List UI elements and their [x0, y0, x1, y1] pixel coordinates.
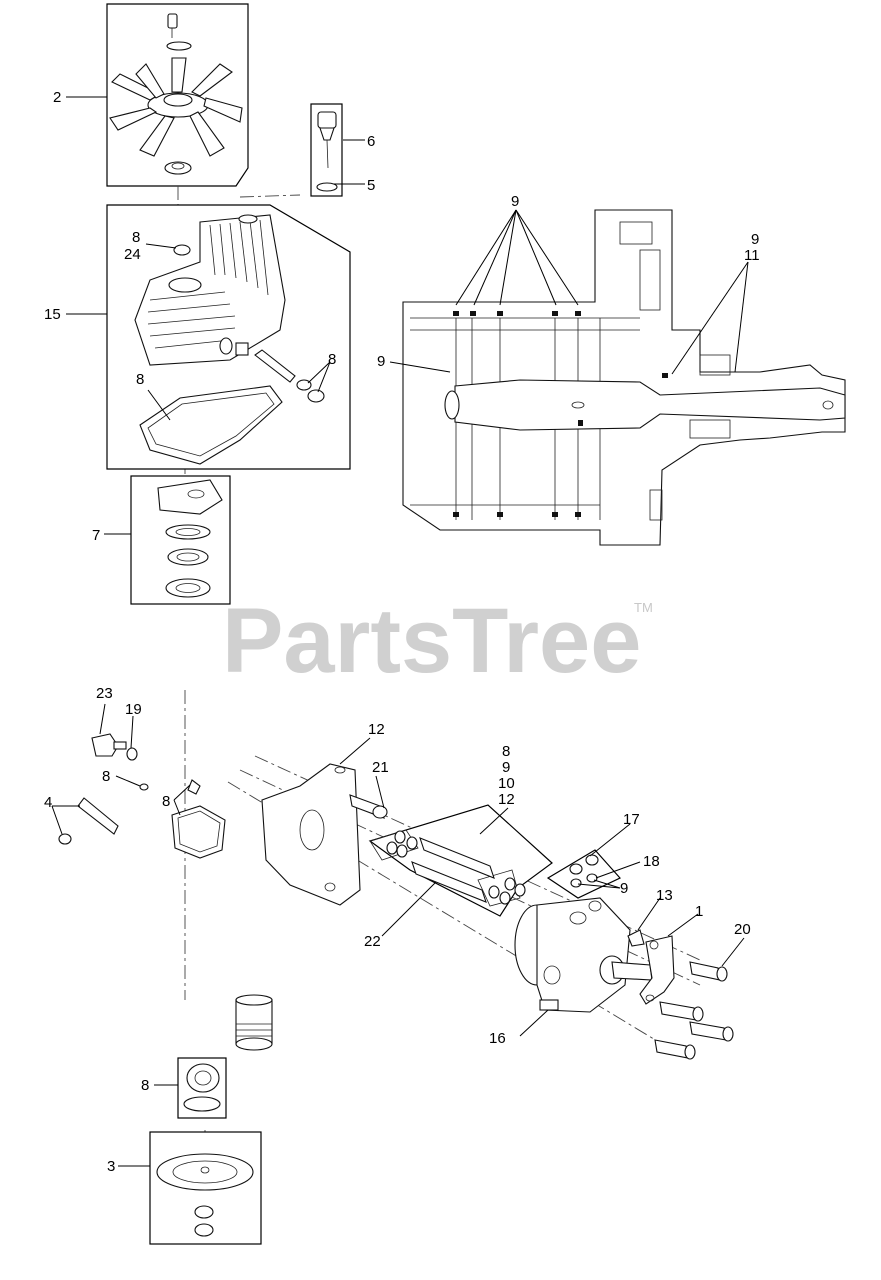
callout-6: 6 [367, 133, 375, 150]
callout-9: 9 [377, 353, 385, 370]
callout-19: 19 [125, 701, 142, 718]
callout-17: 17 [623, 811, 640, 828]
callout-8: 8 [132, 229, 140, 246]
leader-lines [51, 96, 749, 1167]
pump-body-16 [514, 897, 653, 1013]
oring-19 [126, 747, 138, 761]
bolt-21 [349, 794, 388, 819]
callout-5: 5 [367, 177, 375, 194]
callout-8: 8 [141, 1077, 149, 1094]
callout-12: 12 [498, 791, 515, 808]
callout-9: 9 [751, 231, 759, 248]
callout-labels: 2 6 5 8 24 15 8 8 7 9 9 11 9 23 19 8 4 8… [44, 89, 760, 1175]
callout-3: 3 [107, 1158, 115, 1175]
fan-group [106, 3, 249, 187]
callout-15: 15 [44, 306, 61, 323]
callout-20: 20 [734, 921, 751, 938]
callout-23: 23 [96, 685, 113, 702]
callout-21: 21 [372, 759, 389, 776]
callout-22: 22 [364, 933, 381, 950]
callout-9: 9 [511, 193, 519, 210]
callout-9: 9 [620, 880, 628, 897]
valve-kit-group [546, 849, 621, 899]
bolts-20 [654, 961, 734, 1060]
housing-group [106, 204, 351, 470]
bracket-12 [261, 763, 361, 906]
washer-8 [139, 783, 149, 791]
pulley-box-3 [149, 1131, 262, 1245]
filter-cartridge [235, 994, 273, 1051]
oring-loop-8 [171, 779, 226, 859]
watermark-tm: TM [634, 600, 653, 615]
lever-4 [58, 797, 119, 845]
callout-8: 8 [502, 743, 510, 760]
callout-13: 13 [656, 887, 673, 904]
callout-1: 1 [695, 903, 703, 920]
callout-16: 16 [489, 1030, 506, 1047]
arm-1 [639, 935, 675, 1005]
bearing-box-8 [177, 1057, 227, 1119]
cross-section-view [402, 209, 846, 546]
key-13 [627, 929, 645, 947]
callout-8: 8 [162, 793, 170, 810]
kit-box-group [368, 804, 553, 917]
callout-8: 8 [136, 371, 144, 388]
fitting-23 [91, 733, 127, 757]
callout-10: 10 [498, 775, 515, 792]
callout-9: 9 [502, 759, 510, 776]
callout-18: 18 [643, 853, 660, 870]
bearing-group [130, 475, 231, 605]
callout-8: 8 [102, 768, 110, 785]
callout-8: 8 [328, 351, 336, 368]
dash-line [239, 194, 301, 198]
callout-11: 11 [744, 247, 760, 264]
callout-24: 24 [124, 246, 141, 263]
callout-2: 2 [53, 89, 61, 106]
callout-4: 4 [44, 794, 52, 811]
callout-12: 12 [368, 721, 385, 738]
watermark-brand: PartsTree [222, 590, 641, 692]
dipstick-group [310, 103, 343, 197]
callout-7: 7 [92, 527, 100, 544]
